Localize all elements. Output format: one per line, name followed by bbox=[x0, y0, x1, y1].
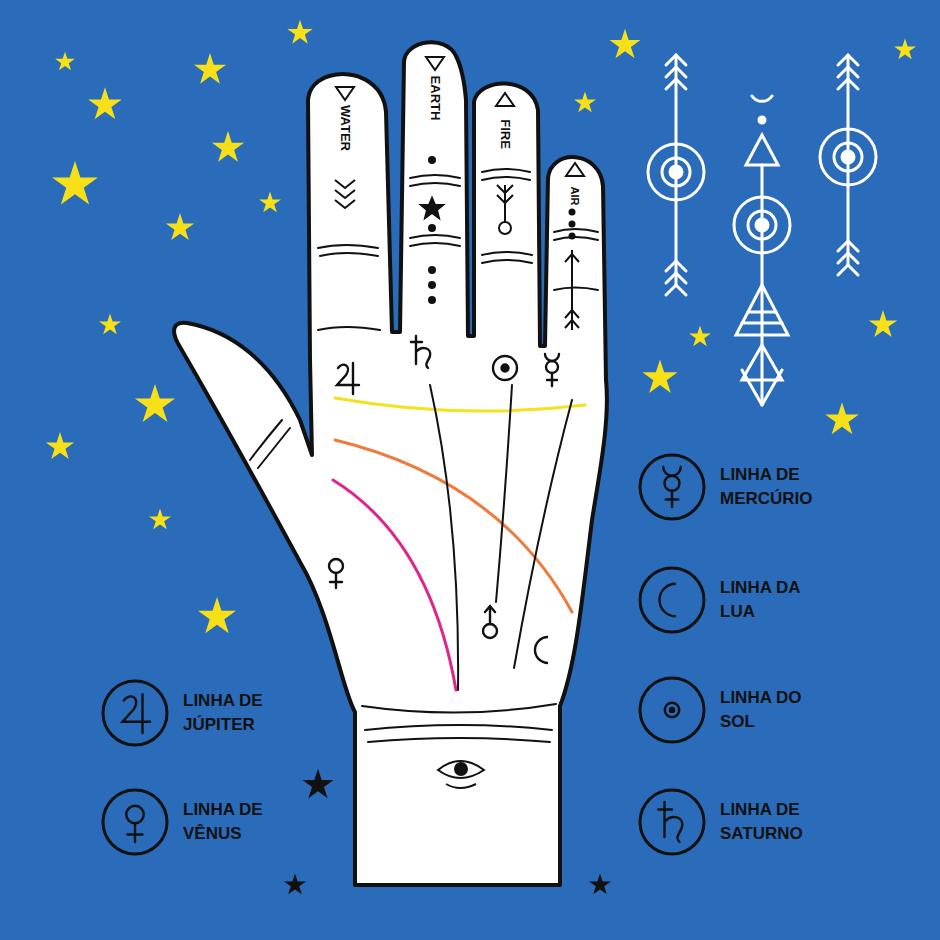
legend-text: LINHA DA LUA bbox=[720, 576, 832, 624]
star bbox=[194, 53, 226, 84]
mercury-symbol bbox=[663, 467, 681, 507]
wrist-eye bbox=[438, 761, 484, 788]
element-label: AIR bbox=[569, 187, 581, 206]
star bbox=[99, 313, 121, 334]
element-label: EARTH bbox=[428, 76, 443, 121]
venus-symbol bbox=[329, 559, 343, 588]
mars-symbol bbox=[483, 606, 497, 638]
star bbox=[88, 87, 122, 119]
star bbox=[689, 325, 711, 346]
star bbox=[825, 402, 859, 434]
star bbox=[869, 310, 897, 337]
legend-symbols bbox=[103, 455, 704, 854]
star bbox=[259, 191, 281, 212]
star bbox=[166, 213, 194, 240]
star bbox=[198, 597, 236, 633]
legend-sample bbox=[103, 790, 167, 854]
legend-sample bbox=[640, 568, 704, 632]
star bbox=[149, 508, 171, 529]
moon-symbol bbox=[535, 637, 548, 663]
sun-symbol bbox=[665, 703, 679, 717]
legend-text: LINHA DO SOL bbox=[720, 686, 832, 734]
jupiter-symbol bbox=[337, 363, 359, 394]
element-label: WATER bbox=[338, 105, 353, 151]
star bbox=[46, 432, 74, 459]
legend-text: LINHA DE JÚPITER bbox=[183, 689, 295, 737]
finger-marks bbox=[335, 57, 584, 330]
star bbox=[609, 29, 640, 59]
star bbox=[52, 161, 98, 205]
star bbox=[302, 769, 333, 799]
planet-symbols bbox=[329, 336, 559, 663]
star bbox=[212, 131, 244, 162]
legend-sample bbox=[640, 678, 704, 742]
saturn-symbol bbox=[658, 802, 682, 842]
star bbox=[894, 38, 916, 59]
hand-outline bbox=[174, 42, 607, 885]
star bbox=[287, 20, 312, 44]
stars bbox=[46, 20, 916, 895]
sun-symbol bbox=[493, 356, 517, 380]
jupiter-symbol bbox=[123, 694, 151, 733]
creases bbox=[250, 169, 598, 742]
legend-text: LINHA DE SATURNO bbox=[720, 798, 832, 846]
star bbox=[55, 52, 75, 71]
moon-symbol bbox=[659, 584, 675, 617]
star bbox=[574, 91, 596, 112]
legend-sample bbox=[640, 790, 704, 854]
legend-text: LINHA DE VÊNUS bbox=[183, 798, 295, 846]
star bbox=[284, 873, 306, 894]
venus-symbol bbox=[126, 806, 144, 842]
legend-sample bbox=[103, 681, 167, 745]
star bbox=[589, 873, 611, 894]
mercury-symbol bbox=[545, 354, 559, 386]
legend-sample bbox=[640, 455, 704, 519]
decorative-arrows bbox=[648, 55, 876, 405]
saturn-symbol bbox=[411, 336, 430, 368]
element-label: FIRE bbox=[498, 119, 513, 149]
star bbox=[643, 360, 678, 393]
legend-text: LINHA DE MERCÚRIO bbox=[720, 463, 832, 511]
palm-lines bbox=[333, 385, 585, 690]
star bbox=[135, 384, 175, 422]
